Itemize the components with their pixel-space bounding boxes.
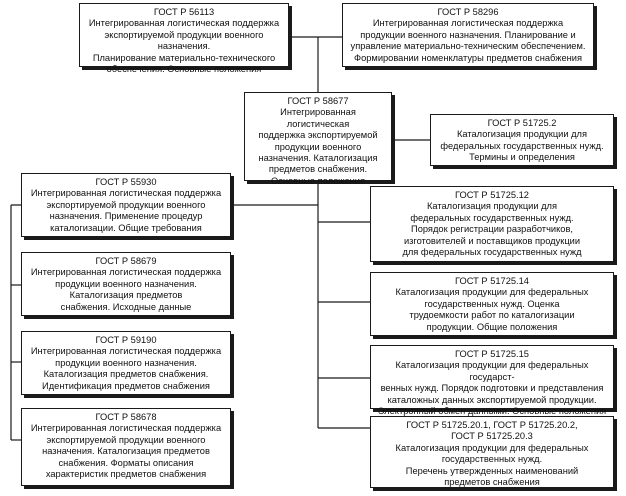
box-code: ГОСТ Р 58678 [95, 412, 157, 422]
box-text: Интегрированная логистическая поддержка … [30, 346, 222, 391]
box-gost-56113: ГОСТ Р 56113 Интегрированная логистическ… [79, 3, 289, 74]
box-code: ГОСТ Р 58296 [437, 7, 499, 17]
box-gost-55930: ГОСТ Р 55930 Интегрированная логистическ… [21, 173, 231, 237]
box-code: ГОСТ Р 59190 [95, 335, 157, 345]
box-code: ГОСТ Р 51725.14 [455, 276, 529, 286]
box-gost-58677: ГОСТ Р 58677 Интегрированная логистическ… [244, 92, 392, 186]
box-gost-51725-14: ГОСТ Р 51725.14 Каталогизация продукции … [370, 272, 614, 336]
box-code: ГОСТ Р 51725.2 [487, 118, 557, 128]
box-text: Каталогизация продукции для федеральных … [377, 360, 607, 417]
box-gost-51725-2: ГОСТ Р 51725.2 Каталогизация продукции д… [430, 114, 614, 166]
box-text: Каталогизация продукции для федеральных … [402, 201, 582, 258]
box-code: ГОСТ Р 51725.15 [455, 349, 529, 359]
box-gost-51725-15: ГОСТ Р 51725.15 Каталогизация продукции … [370, 345, 614, 416]
box-text: Интегрированная логистическая поддержка … [258, 107, 378, 186]
box-gost-59190: ГОСТ Р 59190 Интегрированная логистическ… [21, 331, 231, 395]
box-text: Каталогизация продукции для федеральных … [440, 129, 604, 163]
box-code: ГОСТ Р 51725.12 [455, 190, 529, 200]
box-gost-58296: ГОСТ Р 58296 Интегрированная логистическ… [342, 3, 594, 67]
box-text: Каталогизация продукции для федеральных … [395, 442, 589, 488]
box-code: ГОСТ Р 58677 [287, 96, 349, 106]
box-code: ГОСТ Р 56113 [153, 7, 215, 17]
box-code: ГОСТ Р 55930 [95, 177, 157, 187]
box-text: Интегрированная логистическая поддержка … [30, 188, 222, 233]
box-gost-51725-12: ГОСТ Р 51725.12 Каталогизация продукции … [370, 186, 614, 262]
box-gost-51725-20-set: ГОСТ Р 51725.20.1, ГОСТ Р 51725.20.2, ГО… [370, 416, 614, 488]
box-text: Каталогизация продукции для федеральных … [395, 287, 589, 332]
box-text: Интегрированная логистическая поддержка … [30, 267, 222, 312]
box-gost-58678: ГОСТ Р 58678 Интегрированная логистическ… [21, 408, 231, 486]
box-gost-58679: ГОСТ Р 58679 Интегрированная логистическ… [21, 252, 231, 316]
box-code: ГОСТ Р 58679 [95, 256, 157, 266]
box-text: Интегрированная логистическая поддержка … [30, 423, 222, 480]
box-code: ГОСТ Р 51725.20.1, ГОСТ Р 51725.20.2, ГО… [406, 420, 578, 442]
box-text: Интегрированная логистическая поддержка … [350, 18, 586, 63]
box-text: Интегрированная логистическая поддержка … [88, 18, 280, 75]
